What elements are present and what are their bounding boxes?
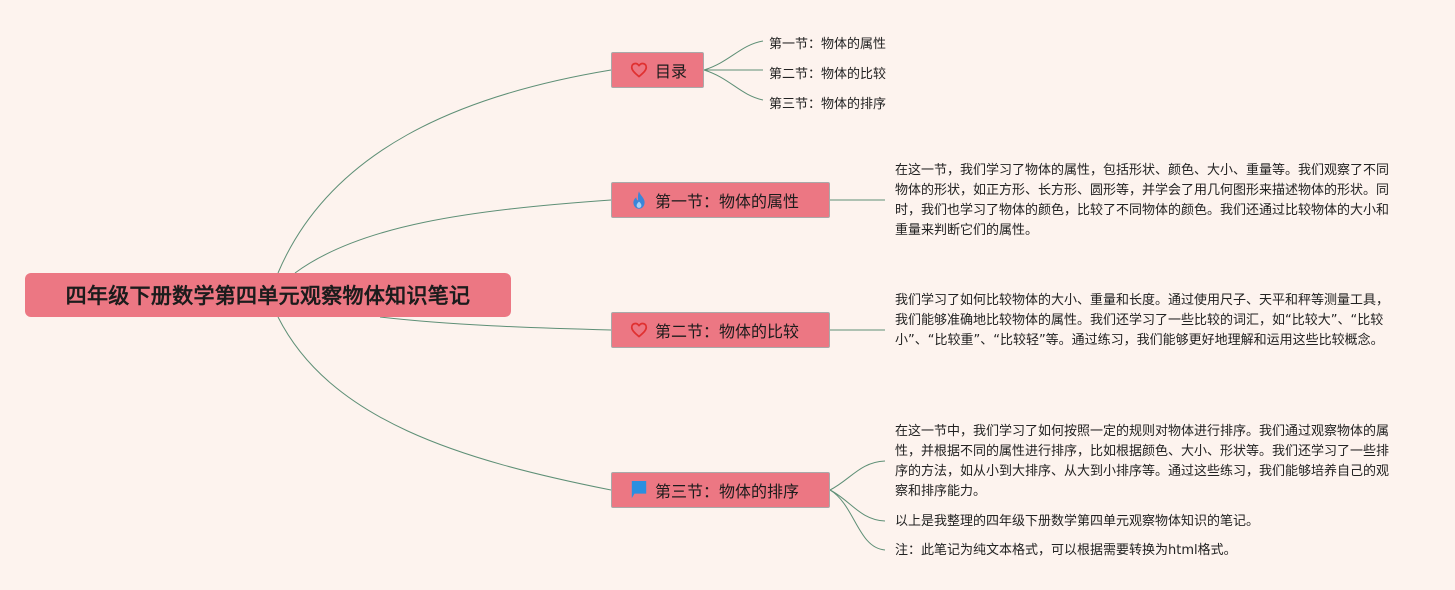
connector-toc-item3 xyxy=(703,69,764,101)
topic-section3[interactable]: 第三节：物体的排序 xyxy=(611,472,830,508)
toc-item-section2[interactable]: 第二节：物体的比较 xyxy=(769,67,887,82)
section1-paragraph: 在这一节，我们学习了物体的属性，包括形状、颜色、大小、重量等。我们观察了不同物体… xyxy=(895,163,1390,238)
root-node[interactable]: 四年级下册数学第四单元观察物体知识笔记 xyxy=(25,273,511,317)
root-title: 四年级下册数学第四单元观察物体知识笔记 xyxy=(65,284,471,308)
toc-item-section3[interactable]: 第三节：物体的排序 xyxy=(769,97,887,112)
connector-toc-item1 xyxy=(703,40,764,71)
topic-section2[interactable]: 第二节：物体的比较 xyxy=(611,312,830,348)
connector-root-section3 xyxy=(277,316,612,491)
connector-section3-summary xyxy=(829,489,886,522)
section3-paragraph: 在这一节中，我们学习了如何按照一定的规则对物体进行排序。我们通过观察物体的属性，… xyxy=(895,424,1390,499)
section2-paragraph: 我们学习了如何比较物体的大小、重量和长度。通过使用尺子、天平和秤等测量工具，我们… xyxy=(895,293,1390,348)
topic-section3-label: 第三节：物体的排序 xyxy=(655,482,800,501)
connector-root-section2 xyxy=(379,316,612,331)
toc-item-section1[interactable]: 第一节：物体的属性 xyxy=(769,37,887,52)
topic-section1[interactable]: 第一节：物体的属性 xyxy=(611,182,830,218)
connector-root-section1 xyxy=(294,199,612,274)
section3-note: 注：此笔记为纯文本格式，可以根据需要转换为html格式。 xyxy=(895,543,1237,558)
topic-toc[interactable]: 目录 xyxy=(611,52,704,88)
flame-icon xyxy=(629,190,649,210)
heart-outline-icon xyxy=(629,60,649,80)
topic-toc-label: 目录 xyxy=(655,62,688,81)
connector-root-toc xyxy=(277,69,612,274)
connector-section3-para xyxy=(829,460,886,491)
topic-section2-label: 第二节：物体的比较 xyxy=(655,322,800,341)
topic-section1-label: 第一节：物体的属性 xyxy=(655,192,800,211)
section3-summary: 以上是我整理的四年级下册数学第四单元观察物体知识的笔记。 xyxy=(895,514,1260,529)
heart-outline-icon xyxy=(629,320,649,340)
flag-icon xyxy=(629,480,649,500)
connector-section3-note xyxy=(829,489,886,551)
